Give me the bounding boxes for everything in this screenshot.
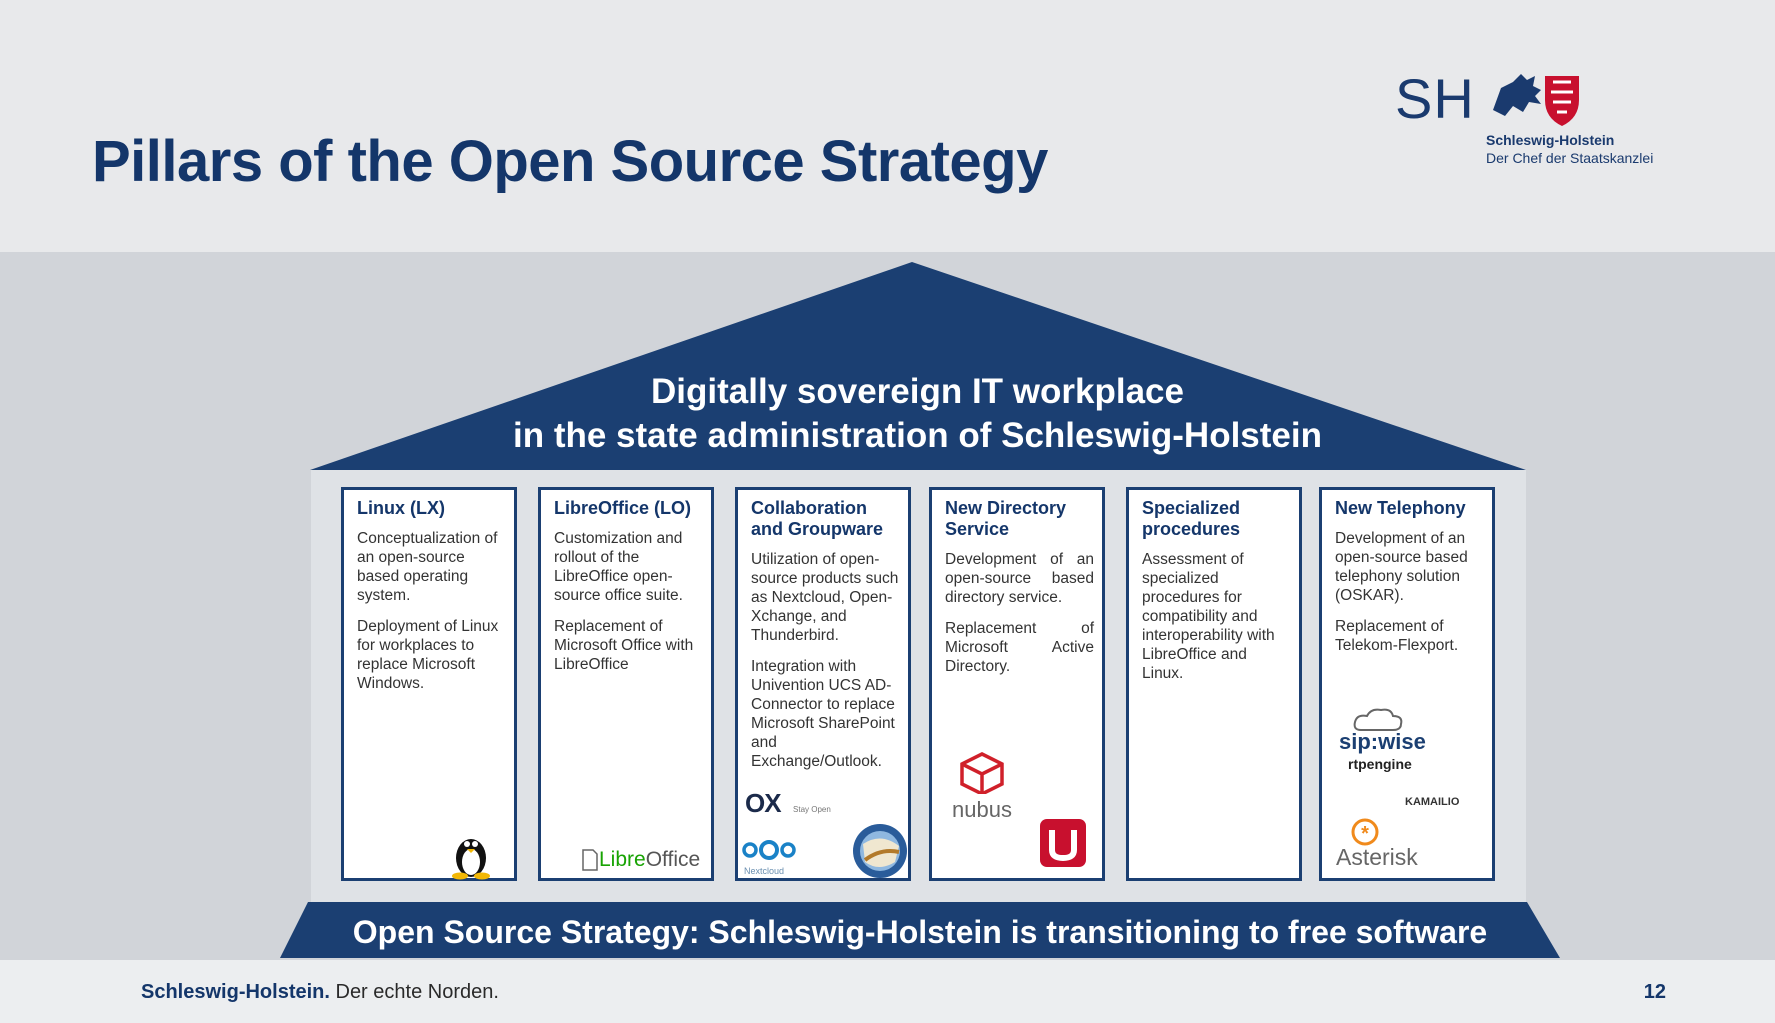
sh-logo: SH Schleswig-Holstein Der Chef der Staat…	[1395, 66, 1695, 176]
slide-title: Pillars of the Open Source Strategy	[92, 129, 1048, 194]
sipwise-cloud-icon	[1353, 708, 1403, 731]
coat-of-arms-icon	[1493, 74, 1579, 126]
logo-line2: Der Chef der Staatskanzlei	[1486, 150, 1654, 166]
libreoffice-libre: Libre	[599, 848, 646, 871]
pillar-specialized: Specialized procedures Assessment of spe…	[1126, 487, 1302, 881]
base-caption: Open Source Strategy: Schleswig-Holstein…	[352, 914, 1488, 950]
pillar-collaboration: Collaboration and Groupware Utilization …	[735, 487, 911, 881]
libreoffice-logo: LibreOffice	[581, 848, 700, 872]
asterisk-label: Asterisk	[1336, 844, 1418, 870]
roof-line1: Digitally sovereign IT workplace	[651, 372, 1184, 411]
pillar-linux: Linux (LX) Conceptualization of an open-…	[341, 487, 517, 881]
libreoffice-office: Office	[645, 848, 701, 871]
logo-abbr: SH	[1395, 67, 1475, 130]
pillar-heading: LibreOffice (LO)	[554, 498, 692, 518]
footer-tagline: Der echte Norden.	[329, 981, 499, 1003]
pillar-text: Conceptualization of an open-source base…	[357, 530, 498, 604]
pillar-text: Assessment of specialized procedures for…	[1142, 551, 1275, 682]
svg-text:*: *	[1361, 823, 1369, 845]
nubus-label: nubus	[952, 797, 1012, 822]
thunderbird-icon	[853, 824, 907, 878]
pillar-telephony: New Telephony Development of an open-sou…	[1319, 487, 1495, 881]
pillar-directory: New Directory Service Development of an …	[929, 487, 1105, 881]
sipwise-label: sip:wise	[1339, 729, 1426, 754]
pillar-text: Customization and rollout of the LibreOf…	[554, 530, 683, 604]
kamailio-label: KAMAILIO	[1405, 796, 1460, 808]
footer-bar	[0, 960, 1775, 1023]
pillar-libreoffice: LibreOffice (LO) Customization and rollo…	[538, 487, 714, 881]
nextcloud-label: Nextcloud	[744, 866, 785, 876]
pillar-heading: Specialized procedures	[1142, 498, 1241, 539]
logo-line1: Schleswig-Holstein	[1486, 132, 1615, 148]
nextcloud-icon	[742, 840, 796, 860]
pillar-text: Integration with Univention UCS AD-Conne…	[751, 658, 895, 770]
pillar-text: Replacement of Telekom-Flexport.	[1335, 618, 1459, 654]
rtpengine-label: rtpengine	[1348, 756, 1412, 772]
ox-mark: OX	[745, 788, 782, 818]
footer-brand: Schleswig-Holstein.	[141, 981, 330, 1003]
pillar-text: Development of an open-source based tele…	[1335, 530, 1468, 604]
roof-line2: in the state administration of Schleswig…	[513, 416, 1322, 455]
pillar-heading: New Telephony	[1335, 498, 1466, 518]
pillar-text: Replacement of Microsoft Office with Lib…	[554, 618, 694, 673]
roof-title: Digitally sovereign IT workplace in the …	[310, 370, 1525, 458]
ox-logo: OX Stay Open	[745, 788, 831, 819]
footer-slogan: Schleswig-Holstein. Der echte Norden.	[141, 981, 499, 1004]
pillar-text: Development of an open-source based dire…	[945, 551, 1094, 606]
pillar-heading: New Directory Service	[945, 498, 1067, 539]
base-shape	[280, 902, 1560, 958]
pillar-heading: Collaboration and Groupware	[751, 498, 884, 539]
pillar-text: Utilization of open-source products such…	[751, 551, 899, 644]
asterisk-icon: *	[1351, 818, 1379, 846]
document-icon	[582, 849, 598, 871]
univention-icon	[1040, 819, 1086, 867]
nubus-cube-icon	[960, 752, 1004, 794]
roof-shape	[310, 262, 1526, 470]
pillar-text: Replacement of Microsoft Active Director…	[945, 620, 1094, 675]
page-number: 12	[1643, 981, 1666, 1003]
pillar-text: Deployment of Linux for workplaces to re…	[357, 618, 499, 692]
pillar-heading: Linux (LX)	[357, 498, 445, 518]
ox-tag: Stay Open	[793, 805, 831, 814]
tux-penguin-icon	[452, 839, 490, 880]
